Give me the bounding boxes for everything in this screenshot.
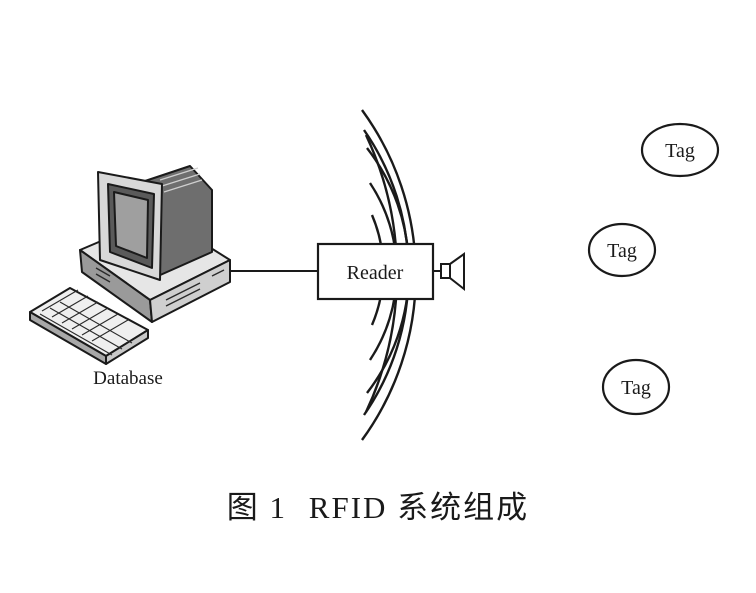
tag-ellipse	[587, 222, 657, 278]
tag-label: Tag	[621, 377, 651, 399]
reader-label: Reader	[347, 262, 404, 284]
reader-box	[316, 242, 435, 301]
tag-ellipse	[640, 122, 720, 178]
tag-label: Tag	[665, 140, 695, 162]
antenna-icon	[433, 252, 465, 292]
computer-label: Database	[93, 368, 163, 389]
tag-ellipse	[601, 358, 671, 416]
tag-3: Tag	[601, 358, 671, 416]
figure-title: RFID 系统组成	[308, 490, 530, 525]
tag-2: Tag	[587, 222, 657, 278]
tag-label: Tag	[607, 240, 637, 262]
tag-1: Tag	[640, 122, 720, 178]
computer-icon	[29, 165, 231, 365]
figure-caption: 图 1 RFID 系统组成	[0, 482, 756, 527]
reader-device: Reader	[316, 242, 465, 301]
figure-number: 图 1	[226, 490, 288, 525]
